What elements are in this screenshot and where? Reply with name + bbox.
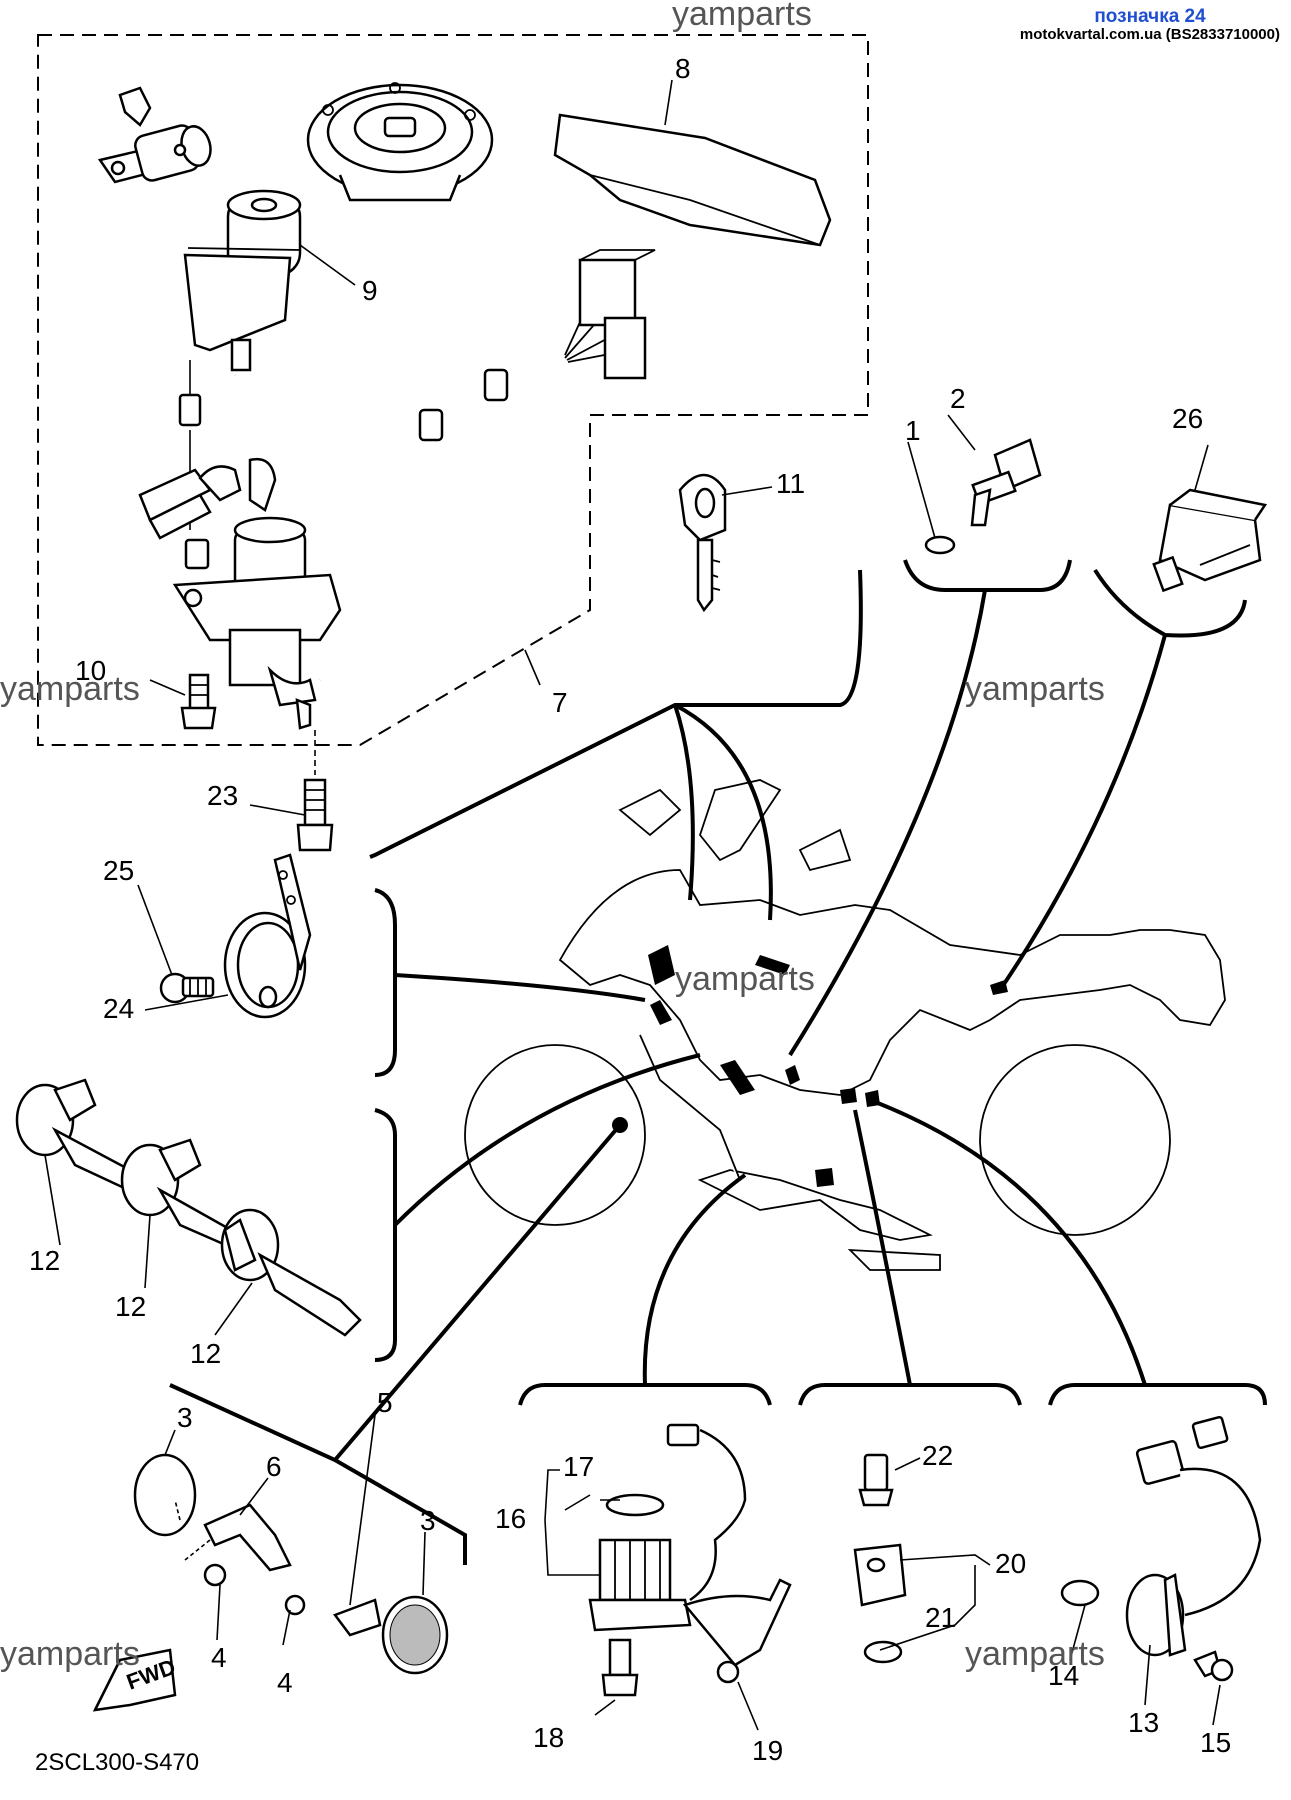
- bike-outline: [464, 779, 1226, 1271]
- callout-23: 23: [207, 780, 238, 811]
- watermark-top: yamparts: [672, 0, 812, 33]
- watermark-bottom-left: yamparts: [0, 1635, 140, 1673]
- watermark-bottom-right: yamparts: [965, 1635, 1105, 1673]
- stamp-title: позначка 24: [1094, 6, 1206, 27]
- kit-outline: [37, 34, 869, 746]
- callout-12a: 12: [29, 1245, 60, 1276]
- callout-15: 15: [1200, 1727, 1231, 1758]
- callout-21: 21: [925, 1602, 956, 1633]
- callout-3a: 3: [177, 1402, 193, 1433]
- callout-26: 26: [1172, 403, 1203, 434]
- horn-part: [223, 853, 312, 1019]
- callout-3b: 3: [420, 1505, 436, 1536]
- mount-h: [840, 1088, 857, 1104]
- fuel-cap-part: [306, 82, 494, 202]
- callout-10: 10: [75, 655, 106, 686]
- callout-22: 22: [922, 1440, 953, 1471]
- reflector-assembly: [133, 1453, 449, 1675]
- callout-12b: 12: [115, 1291, 146, 1322]
- callout-25: 25: [103, 855, 134, 886]
- callout-12c: 12: [190, 1338, 221, 1369]
- callout-14: 14: [1048, 1660, 1079, 1691]
- sensor-13-part: [1060, 1415, 1262, 1682]
- callout-19: 19: [752, 1735, 783, 1766]
- mount-e: [785, 1065, 800, 1085]
- callout-17: 17: [563, 1451, 594, 1482]
- mount-a: [648, 945, 675, 985]
- main-switch-part: [183, 189, 302, 372]
- screw-25-part: [159, 972, 215, 1004]
- sensor-16-part: [588, 1423, 792, 1697]
- ignition-body: [172, 516, 342, 707]
- mount-b: [755, 955, 790, 975]
- cover-part: [553, 113, 832, 247]
- watermark-right: yamparts: [965, 670, 1105, 708]
- callout-6: 6: [266, 1451, 282, 1482]
- callout-8: 8: [675, 53, 691, 84]
- mount-j: [815, 1168, 834, 1187]
- callout-4a: 4: [211, 1642, 227, 1673]
- callout-2: 2: [950, 383, 966, 414]
- key-bundle: [138, 457, 277, 540]
- stamp-site: motokvartal.com.ua (BS2833710000): [1019, 26, 1280, 43]
- watermark-center: yamparts: [675, 960, 815, 998]
- fwd-arrow-icon: [92, 1648, 177, 1712]
- callout-20: 20: [995, 1548, 1026, 1579]
- diagram-code: 2SCL300-S470: [35, 1749, 199, 1776]
- bolt-10-part: [180, 673, 217, 730]
- callout-13: 13: [1128, 1707, 1159, 1738]
- callout-24: 24: [103, 993, 134, 1024]
- callout-18: 18: [533, 1722, 564, 1753]
- callout-4b: 4: [277, 1667, 293, 1698]
- callout-5: 5: [377, 1387, 393, 1418]
- callout-7: 7: [552, 687, 568, 718]
- mount-c: [650, 1000, 672, 1025]
- sensor-20-part: [853, 1453, 907, 1664]
- callout-9: 9: [362, 275, 378, 306]
- seat-lock-part: [97, 86, 212, 184]
- callout-16: 16: [495, 1503, 526, 1534]
- bolt-23-part: [296, 778, 334, 852]
- mount-d: [720, 1060, 755, 1095]
- harness-connector: [564, 249, 656, 380]
- callout-1: 1: [905, 415, 921, 446]
- relay-26-part: [1152, 488, 1268, 593]
- socket-12-c-part: [220, 1208, 362, 1337]
- callout-11: 11: [776, 468, 805, 499]
- sensor-2-part: [924, 438, 1042, 555]
- key-11-part: [678, 473, 727, 613]
- watermark-left: yamparts: [0, 670, 140, 708]
